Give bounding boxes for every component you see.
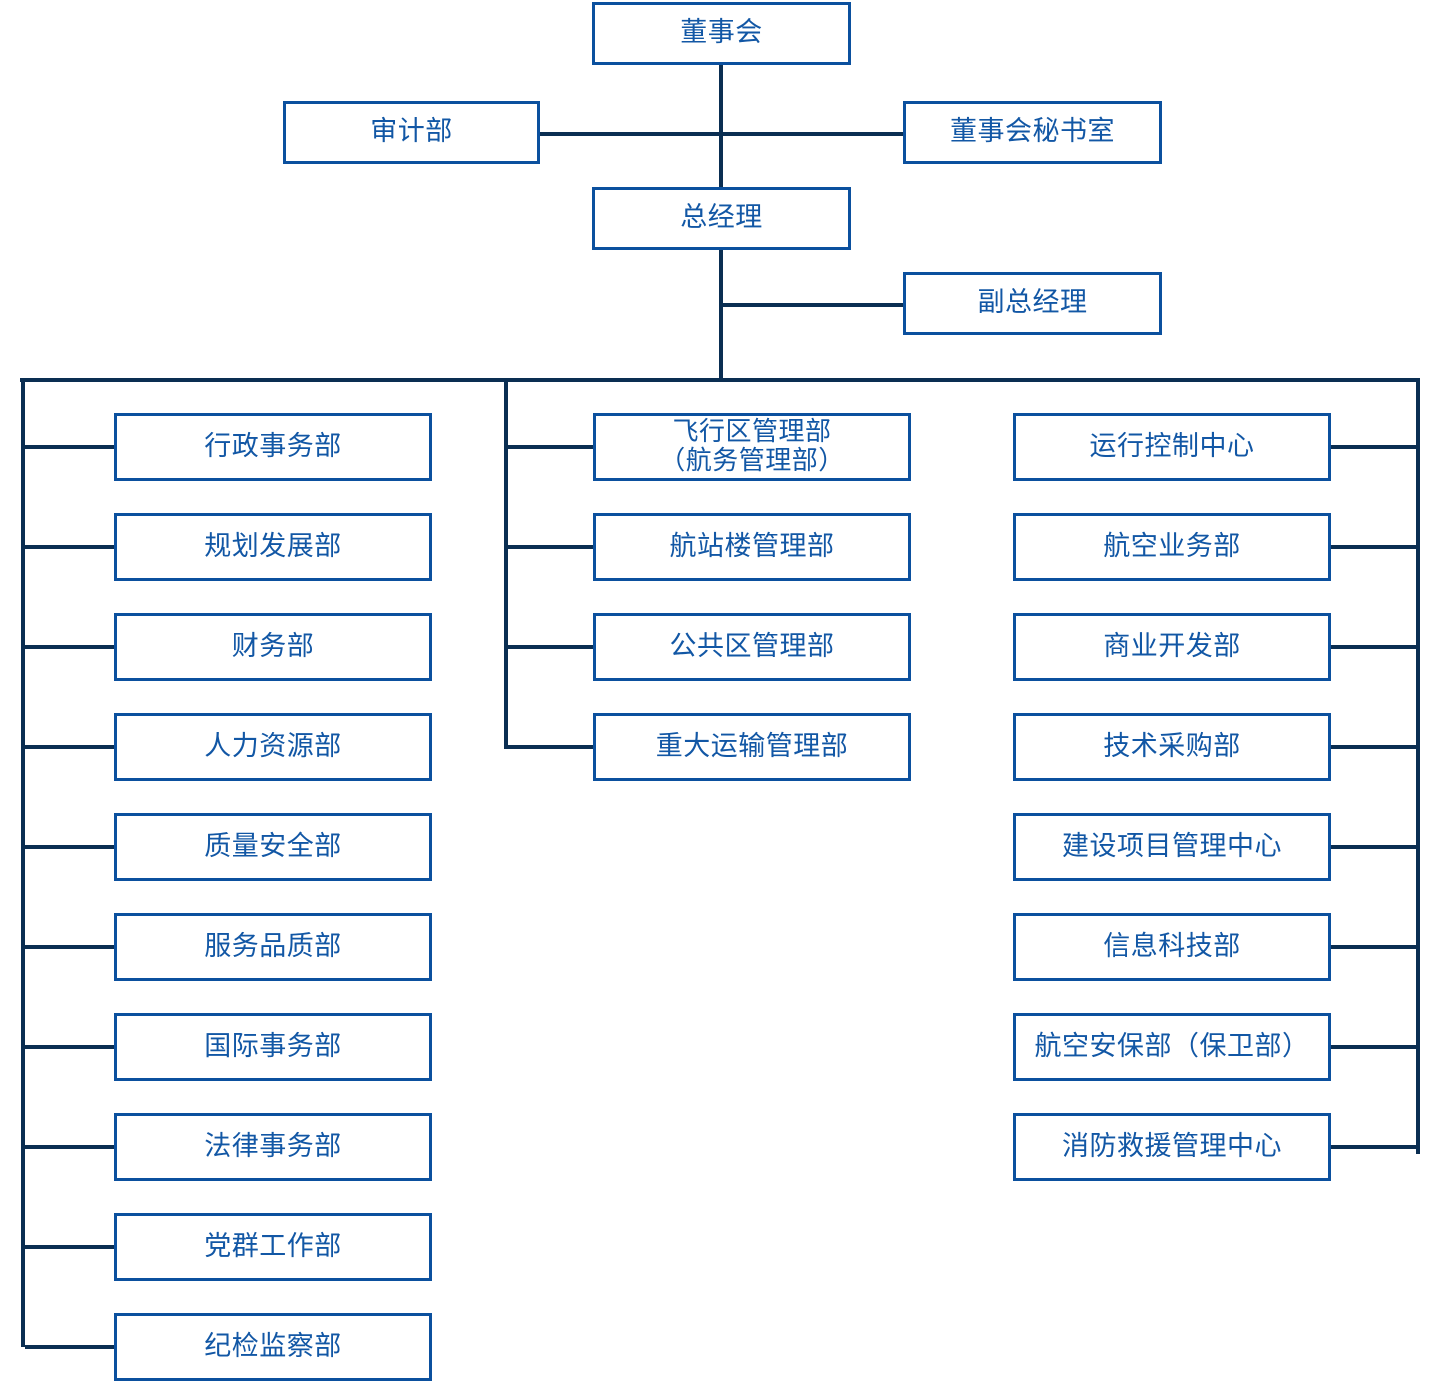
node-deputy-general-manager-label: 副总经理: [977, 287, 1088, 319]
node-business-technical-departments-6[interactable]: 信息科技部: [1013, 913, 1331, 981]
node-label: 行政事务部: [204, 430, 342, 462]
node-business-technical-departments-4[interactable]: 技术采购部: [1013, 713, 1331, 781]
node-label: 技术采购部: [1103, 730, 1241, 762]
node-label: 航空安保部（保卫部）: [1034, 1030, 1310, 1062]
node-label: 人力资源部: [204, 730, 342, 762]
node-administrative-support-departments-8[interactable]: 法律事务部: [114, 1113, 432, 1181]
connector-left-rail: [21, 378, 25, 1347]
connector-crossbar-to-gm: [719, 132, 723, 189]
node-label: 信息科技部: [1103, 930, 1241, 962]
node-operations-area-departments-4[interactable]: 重大运输管理部: [593, 713, 911, 781]
node-label: 服务品质部: [204, 930, 342, 962]
node-business-technical-departments-2[interactable]: 航空业务部: [1013, 513, 1331, 581]
node-label: 航空业务部: [1103, 530, 1241, 562]
node-label: 商业开发部: [1103, 630, 1241, 662]
node-operations-area-departments-3[interactable]: 公共区管理部: [593, 613, 911, 681]
node-administrative-support-departments-2[interactable]: 规划发展部: [114, 513, 432, 581]
node-administrative-support-departments-6[interactable]: 服务品质部: [114, 913, 432, 981]
connector-stub: [1331, 645, 1416, 649]
connector-stub: [25, 1245, 114, 1249]
connector-board-to-crossbar: [719, 63, 723, 140]
node-label: 建设项目管理中心: [1062, 830, 1282, 862]
node-label: 纪检监察部: [204, 1330, 342, 1362]
connector-stub: [25, 845, 114, 849]
node-label: 运行控制中心: [1089, 430, 1255, 462]
node-board-secretary-office-label: 董事会秘书室: [950, 116, 1115, 148]
node-label: 法律事务部: [204, 1130, 342, 1162]
node-operations-area-departments-1[interactable]: 飞行区管理部 （航务管理部）: [593, 413, 911, 481]
connector-stub: [1331, 445, 1416, 449]
connector-deputy-gm-stub: [719, 303, 905, 307]
node-deputy-general-manager[interactable]: 副总经理: [903, 272, 1162, 335]
connector-stub: [25, 745, 114, 749]
connector-stub: [1331, 1045, 1416, 1049]
connector-main-bus: [20, 378, 1420, 382]
node-audit-department-label: 审计部: [370, 116, 453, 148]
node-board-secretary-office[interactable]: 董事会秘书室: [903, 101, 1162, 164]
connector-stub: [1331, 1145, 1416, 1149]
connector-stub: [1331, 745, 1416, 749]
connector-right-rail: [1416, 378, 1420, 1154]
node-operations-area-departments-2[interactable]: 航站楼管理部: [593, 513, 911, 581]
connector-stub: [1331, 945, 1416, 949]
connector-stub: [25, 1145, 114, 1149]
node-administrative-support-departments-10[interactable]: 纪检监察部: [114, 1313, 432, 1381]
node-label: 质量安全部: [204, 830, 342, 862]
connector-middle-rail: [504, 378, 508, 749]
node-label: 公共区管理部: [669, 630, 835, 662]
connector-stub: [1331, 545, 1416, 549]
connector-stub: [25, 445, 114, 449]
node-label: 财务部: [231, 630, 315, 662]
connector-stub: [25, 645, 114, 649]
node-label: 重大运输管理部: [655, 730, 849, 762]
connector-stub: [508, 445, 593, 449]
connector-stub: [508, 745, 593, 749]
node-board-label: 董事会: [680, 17, 763, 49]
connector-stub: [25, 1345, 114, 1349]
node-administrative-support-departments-3[interactable]: 财务部: [114, 613, 432, 681]
node-administrative-support-departments-5[interactable]: 质量安全部: [114, 813, 432, 881]
node-business-technical-departments-3[interactable]: 商业开发部: [1013, 613, 1331, 681]
node-audit-department[interactable]: 审计部: [283, 101, 540, 164]
connector-stub: [25, 545, 114, 549]
connector-stub: [25, 945, 114, 949]
connector-stub: [508, 545, 593, 549]
node-label: 国际事务部: [204, 1030, 342, 1062]
connector-stub: [1331, 845, 1416, 849]
node-label: 航站楼管理部: [669, 530, 835, 562]
connector-stub: [25, 1045, 114, 1049]
node-business-technical-departments-5[interactable]: 建设项目管理中心: [1013, 813, 1331, 881]
connector-stub: [508, 645, 593, 649]
node-label: 规划发展部: [204, 530, 342, 562]
node-administrative-support-departments-4[interactable]: 人力资源部: [114, 713, 432, 781]
node-business-technical-departments-1[interactable]: 运行控制中心: [1013, 413, 1331, 481]
node-label: 党群工作部: [204, 1230, 342, 1262]
node-general-manager-label: 总经理: [680, 202, 763, 234]
node-board[interactable]: 董事会: [592, 2, 851, 65]
node-label: 消防救援管理中心: [1062, 1130, 1282, 1162]
connector-gm-to-bus: [719, 248, 723, 380]
node-business-technical-departments-8[interactable]: 消防救援管理中心: [1013, 1113, 1331, 1181]
node-administrative-support-departments-1[interactable]: 行政事务部: [114, 413, 432, 481]
node-administrative-support-departments-9[interactable]: 党群工作部: [114, 1213, 432, 1281]
node-administrative-support-departments-7[interactable]: 国际事务部: [114, 1013, 432, 1081]
node-label: 飞行区管理部 （航务管理部）: [659, 416, 845, 476]
node-general-manager[interactable]: 总经理: [592, 187, 851, 250]
node-business-technical-departments-7[interactable]: 航空安保部（保卫部）: [1013, 1013, 1331, 1081]
